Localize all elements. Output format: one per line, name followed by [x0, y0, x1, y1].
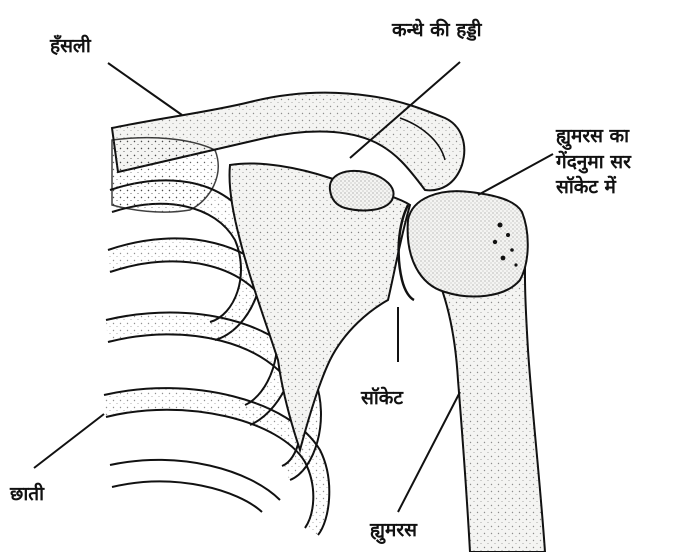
label-socket: सॉकेट: [361, 386, 403, 412]
leader-humerus: [398, 392, 460, 512]
label-chest: छाती: [10, 482, 44, 508]
label-humerus: ह्युमरस: [370, 518, 417, 544]
label-clavicle: हँसली: [50, 34, 91, 60]
label-humeral-head-line3: सॉकेट में: [556, 175, 631, 201]
leader-chest: [34, 414, 104, 468]
leader-humeral-head: [478, 154, 553, 195]
label-scapula: कन्धे की हड्डी: [392, 18, 482, 44]
rib-5: [110, 460, 280, 500]
leader-clavicle: [108, 63, 182, 115]
label-humeral-head: ह्युमरस का गेंदनुमा सर सॉकेट में: [556, 124, 631, 201]
label-humeral-head-line1: ह्युमरस का: [556, 124, 631, 150]
sternal-area: [112, 138, 218, 212]
label-humeral-head-line2: गेंदनुमा सर: [556, 150, 631, 176]
rib-5-inner: [112, 481, 262, 512]
humerus: [408, 191, 545, 552]
